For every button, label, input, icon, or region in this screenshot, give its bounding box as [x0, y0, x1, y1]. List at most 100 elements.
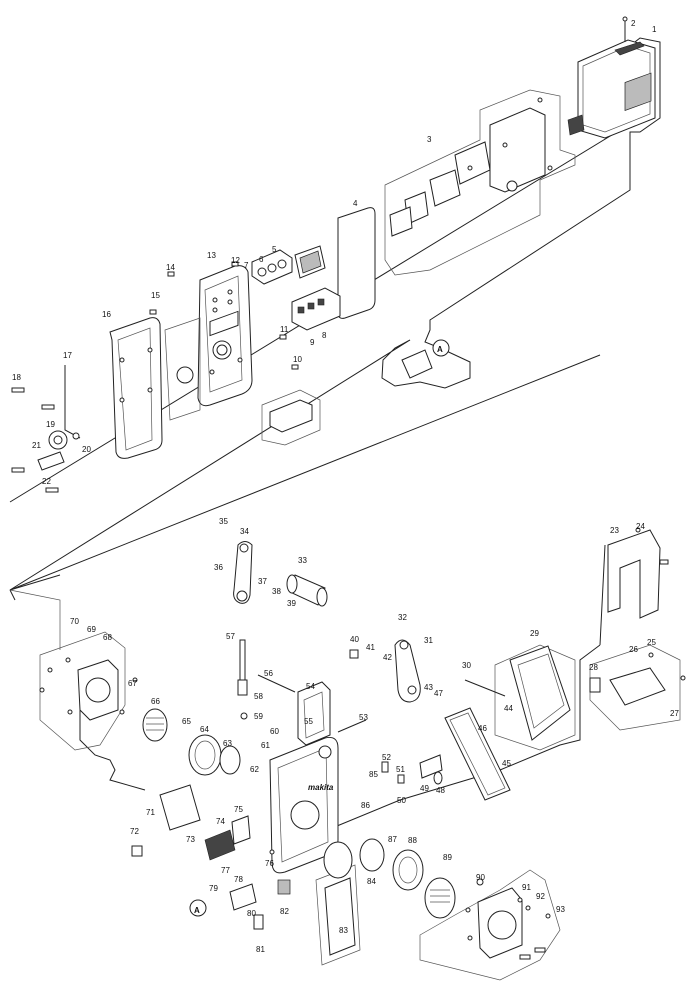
parts-48-53 [257, 649, 506, 785]
part-number-label: 20 [82, 445, 91, 454]
part-number-label: 50 [397, 796, 406, 805]
part-number-label: 58 [254, 692, 263, 701]
part-number-label: 23 [610, 526, 619, 535]
parts-73-82 [189, 815, 291, 930]
part-number-label: 13 [207, 251, 216, 260]
part-number-label: 61 [261, 741, 270, 750]
part-number-label: 5 [272, 245, 277, 254]
part-number-label: 67 [128, 679, 137, 688]
part-60-main-housing: makita [269, 737, 339, 874]
part-number-label: 26 [629, 645, 638, 654]
part-number-label: 60 [270, 727, 279, 736]
part-number-label: 49 [420, 784, 429, 793]
part-number-label: 11 [280, 325, 289, 334]
left-fan-assembly [39, 631, 241, 857]
part-number-label: 18 [12, 373, 21, 382]
part-number-label: 76 [265, 859, 274, 868]
part-number-label: 90 [476, 873, 485, 882]
part-number-label: 88 [408, 836, 417, 845]
part-number-label: 17 [63, 351, 72, 360]
parts-8-9 [291, 287, 341, 331]
part-number-label: 62 [250, 765, 259, 774]
part-4-panel [337, 207, 376, 319]
part-number-label: 4 [353, 199, 358, 208]
part-13-front-housing [197, 265, 253, 407]
part-number-label: 44 [504, 704, 513, 713]
part-number-label: 68 [103, 633, 112, 642]
brand-logo: makita [308, 783, 334, 792]
part-number-label: 3 [427, 135, 432, 144]
part-number-label: 21 [32, 441, 41, 450]
part-number-label: 73 [186, 835, 195, 844]
part-number-label: 41 [366, 643, 375, 652]
part-number-label: 12 [231, 256, 240, 265]
part-number-label: 42 [383, 653, 392, 662]
parts-5-7 [251, 245, 326, 285]
part-number-label: 16 [102, 310, 111, 319]
part-number-label: 31 [424, 636, 433, 645]
part-number-label: 55 [304, 717, 313, 726]
part-number-label: 66 [151, 697, 160, 706]
part-number-label: 87 [388, 835, 397, 844]
part-number-label: 30 [462, 661, 471, 670]
part-number-label: 48 [436, 786, 445, 795]
part-number-label: 27 [670, 709, 679, 718]
part-number-label: 57 [226, 632, 235, 641]
part-number-label: 24 [636, 522, 645, 531]
part-number-label: 93 [556, 905, 565, 914]
part-number-label: 75 [234, 805, 243, 814]
part-number-label: 19 [46, 420, 55, 429]
part-number-label: 32 [398, 613, 407, 622]
part-3-display-assembly [384, 89, 585, 276]
part-number-label: 1 [652, 25, 657, 34]
part-number-label: 35 [219, 517, 228, 526]
part-number-label: 69 [87, 625, 96, 634]
part-number-label: 59 [254, 712, 263, 721]
part-number-label: 56 [264, 669, 273, 678]
callout-a-top [401, 339, 450, 379]
part-number-label: 38 [272, 587, 281, 596]
part-number-label: 14 [166, 263, 175, 272]
bottom-assembly: makita [9, 354, 686, 981]
part-number-label: 8 [322, 331, 327, 340]
part-number-label: 72 [130, 827, 139, 836]
part-number-label: 65 [182, 717, 191, 726]
part-number-label: 71 [146, 808, 155, 817]
parts-54-55 [297, 681, 331, 746]
part-number-label: 7 [244, 261, 249, 270]
part-29-cover [494, 644, 576, 751]
part-number-label: 81 [256, 945, 265, 954]
part-number-label: 74 [216, 817, 225, 826]
part-47-gasket [444, 707, 511, 801]
parts-17-22 [11, 365, 81, 493]
part-number-label: 83 [339, 926, 348, 935]
callout-a-top-label: A [437, 345, 443, 354]
part-16-frame [109, 317, 201, 459]
part-number-label: 28 [589, 663, 598, 672]
part-number-label: 10 [293, 355, 302, 364]
part-number-label: 29 [530, 629, 539, 638]
part-number-label: 47 [434, 689, 443, 698]
part-number-label: 39 [287, 599, 296, 608]
top-screws [149, 261, 299, 370]
part-number-label: 15 [151, 291, 160, 300]
part-32-arm [394, 639, 421, 703]
part-number-label: 25 [647, 638, 656, 647]
part-1-board [577, 16, 656, 139]
part-number-label: 54 [306, 682, 315, 691]
part-57-rod [237, 639, 248, 720]
part-number-label: 37 [258, 577, 267, 586]
part-number-label: 64 [200, 725, 209, 734]
part-number-label: 84 [367, 877, 376, 886]
part-number-label: 77 [221, 866, 230, 875]
part-number-label: 51 [396, 765, 405, 774]
part-number-label: 89 [443, 853, 452, 862]
part-number-label: 9 [310, 338, 315, 347]
part-number-label: 79 [209, 884, 218, 893]
part-23-bracket [607, 527, 669, 619]
part-number-label: 6 [259, 255, 264, 264]
part-number-label: 92 [536, 892, 545, 901]
